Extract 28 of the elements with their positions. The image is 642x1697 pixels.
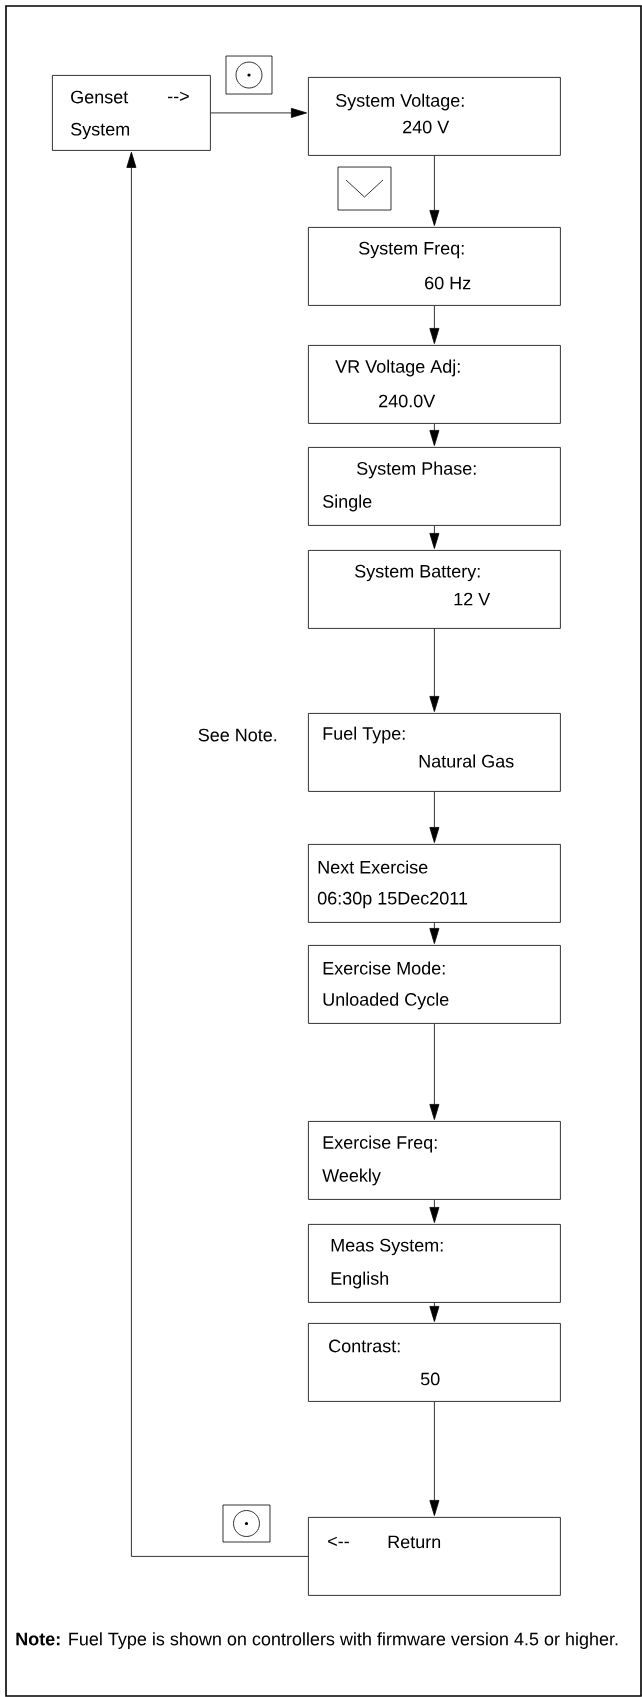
arrow — [429, 305, 440, 344]
menu-screen-box: Meas System: English — [308, 1224, 561, 1303]
note-text: Note: Fuel Type is shown on controllers with firmware version 4.5 or higher. — [16, 1632, 618, 1649]
arrow — [429, 1302, 440, 1322]
arrow — [429, 628, 440, 712]
menu-screen-box: Next Exercise 06:30p 15Dec2011 — [308, 844, 561, 923]
arrow — [429, 423, 440, 446]
arrow — [429, 155, 440, 226]
menu-screen-box: Exercise Mode: Unloaded Cycle — [308, 945, 561, 1024]
arrow — [429, 791, 440, 843]
menu-screen-box: System Battery: 12 V — [308, 550, 561, 629]
arrow — [126, 151, 309, 1557]
arrow — [429, 1199, 440, 1223]
menu-screen-box: <-- Return — [308, 1517, 561, 1596]
menu-screen-box: Exercise Freq: Weekly — [308, 1121, 561, 1200]
arrow — [429, 525, 440, 549]
arrow — [429, 922, 440, 944]
menu-screen-box: Genset --> System — [52, 75, 211, 151]
arrow — [429, 1023, 440, 1120]
note-reference: See Note. — [198, 728, 277, 742]
arrow — [210, 107, 307, 118]
menu-screen-box: Contrast: 50 — [308, 1323, 561, 1402]
menu-screen-box: System Voltage: 240 V — [308, 77, 561, 156]
arrow — [429, 1401, 440, 1516]
menu-screen-box: VR Voltage Adj: 240.0V — [308, 345, 561, 424]
menu-screen-box: Fuel Type: Natural Gas — [308, 713, 561, 792]
menu-screen-box: System Phase: Single — [308, 447, 561, 526]
menu-screen-box: System Freq: 60 Hz — [308, 227, 561, 306]
